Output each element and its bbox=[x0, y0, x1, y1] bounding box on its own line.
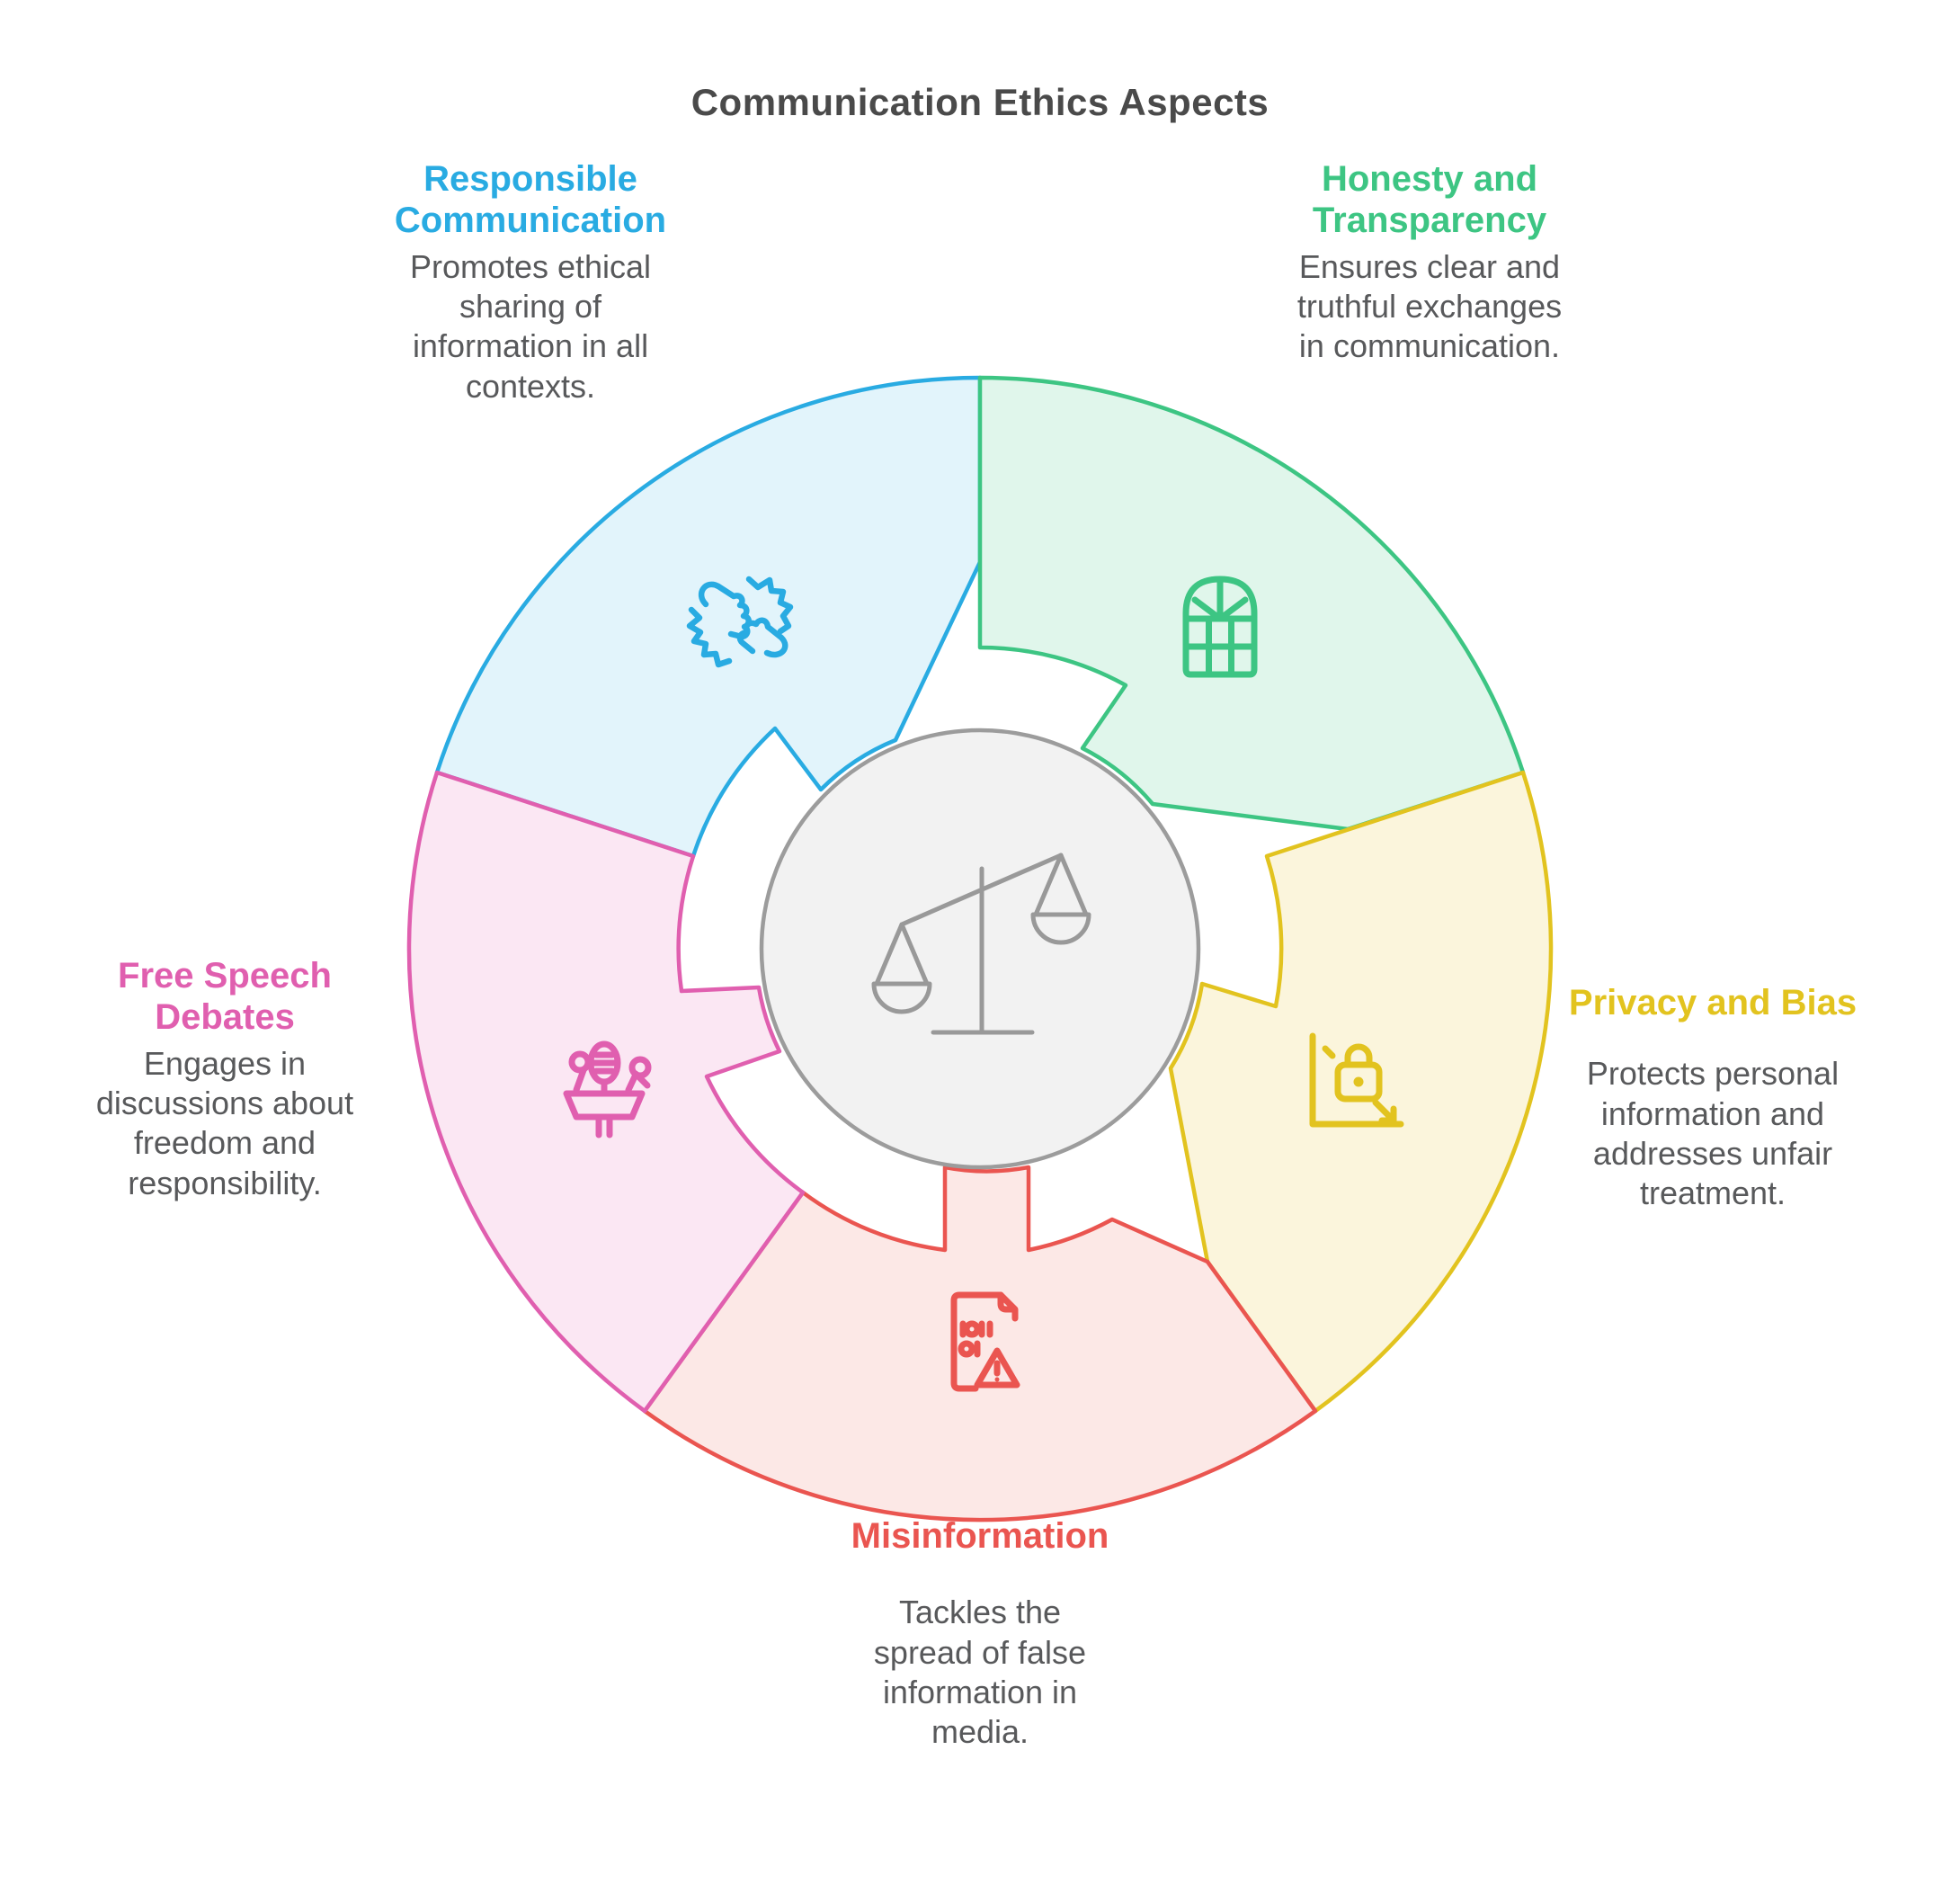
label-block-honesty-and-transparency: Honesty and Transparency Ensures clear a… bbox=[1196, 158, 1663, 367]
false-document-warning-icon bbox=[950, 1291, 1020, 1392]
label-block-privacy-and-bias: Privacy and Bias Protects personal infor… bbox=[1483, 982, 1942, 1213]
balance-scale-icon bbox=[871, 853, 1091, 1035]
segment-description: Protects personal information and addres… bbox=[1586, 1055, 1840, 1212]
segment-description: Tackles the spread of false information … bbox=[873, 1594, 1087, 1751]
segment-label: Free Speech Debates bbox=[118, 956, 332, 1038]
segment-label: Privacy and Bias bbox=[1568, 983, 1858, 1022]
segment-description: Ensures clear and truthful exchanges in … bbox=[1296, 247, 1563, 365]
handshake-collaboration-icon bbox=[686, 576, 794, 668]
podium-microphones-icon bbox=[563, 1040, 652, 1138]
segment-privacy-and-bias bbox=[1168, 770, 1554, 1414]
segment-label: Responsible Communication bbox=[394, 159, 667, 241]
segment-description: Engages in discussions about freedom and… bbox=[95, 1044, 354, 1201]
label-block-free-speech-debates: Free Speech Debates Engages in discussio… bbox=[0, 955, 450, 1203]
page-title: Communication Ethics Aspects bbox=[690, 81, 1270, 123]
label-block-responsible-communication: Responsible Communication Promotes ethic… bbox=[297, 158, 764, 406]
privacy-lock-icon bbox=[1309, 1032, 1404, 1128]
label-block-misinformation: Misinformation Tackles the spread of fal… bbox=[751, 1515, 1209, 1752]
segment-label: Misinformation bbox=[851, 1516, 1109, 1556]
segment-responsible-communication bbox=[434, 375, 983, 859]
window-transparency-icon bbox=[1182, 576, 1258, 678]
segment-description: Promotes ethical sharing of information … bbox=[409, 247, 652, 405]
segment-label: Honesty and Transparency bbox=[1312, 159, 1547, 241]
